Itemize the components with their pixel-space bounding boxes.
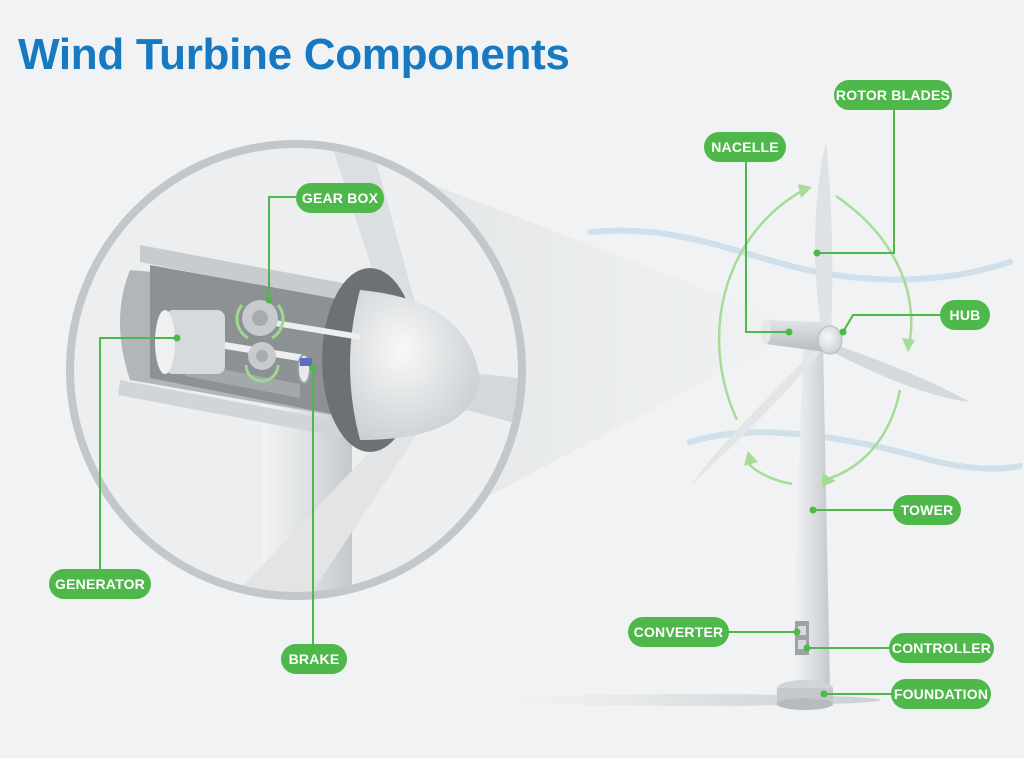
arrow-heads xyxy=(744,184,915,487)
tower-shape xyxy=(792,345,830,690)
wind-lines xyxy=(587,227,1023,472)
magnifier-ring xyxy=(66,140,526,600)
rotation-arrows xyxy=(717,190,913,486)
hub-shape xyxy=(817,325,843,355)
leader-lines xyxy=(99,110,940,695)
label-nacelle: NACELLE xyxy=(704,132,786,162)
page-title: Wind Turbine Components xyxy=(18,30,570,79)
label-tower: TOWER xyxy=(893,495,961,525)
leader-dots xyxy=(173,249,847,698)
label-foundation: FOUNDATION xyxy=(891,679,991,709)
label-rotor-blades: ROTOR BLADES xyxy=(834,80,952,110)
rotor-blades-shape xyxy=(690,142,970,486)
nacelle-shape xyxy=(764,320,826,352)
label-converter: CONVERTER xyxy=(628,617,729,647)
label-controller: CONTROLLER xyxy=(889,633,994,663)
label-hub: HUB xyxy=(940,300,990,330)
label-brake: BRAKE xyxy=(281,644,347,674)
label-generator: GENERATOR xyxy=(49,569,151,599)
label-gear-box: GEAR BOX xyxy=(296,183,384,213)
